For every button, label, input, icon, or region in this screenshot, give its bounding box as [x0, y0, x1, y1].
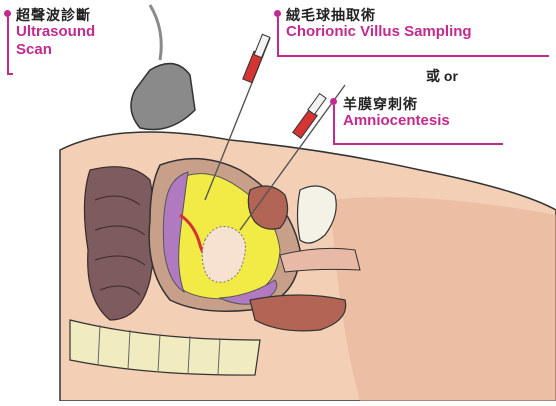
cvs-callout: 絨毛球抽取術 Chorionic Villus Sampling: [286, 7, 472, 41]
ultrasound-label-en-line2: Scan: [16, 41, 95, 59]
amnio-label-en: Amniocentesis: [343, 112, 450, 130]
abdomen-shade: [330, 197, 556, 401]
ultrasound-probe: [131, 64, 195, 130]
probe-cable: [150, 5, 161, 60]
ultrasound-callout-bracket: [7, 17, 13, 75]
or-separator-label: 或 or: [426, 66, 458, 86]
cvs-callout-dot: [274, 10, 281, 17]
amnio-label-zh: 羊膜穿刺術: [343, 96, 450, 112]
amnio-callout: 羊膜穿刺術 Amniocentesis: [343, 96, 450, 130]
vaginal-canal: [280, 248, 360, 272]
intestines: [84, 167, 155, 320]
ultrasound-callout: 超聲波診斷 Ultrasound Scan: [16, 7, 95, 59]
cvs-label-en: Chorionic Villus Sampling: [286, 23, 472, 41]
ultrasound-callout-dot: [4, 10, 11, 17]
ultrasound-label-en-line1: Ultrasound: [16, 23, 95, 41]
amnio-callout-dot: [330, 98, 337, 105]
cvs-label-zh: 絨毛球抽取術: [286, 7, 472, 23]
ultrasound-label-zh: 超聲波診斷: [16, 7, 95, 23]
